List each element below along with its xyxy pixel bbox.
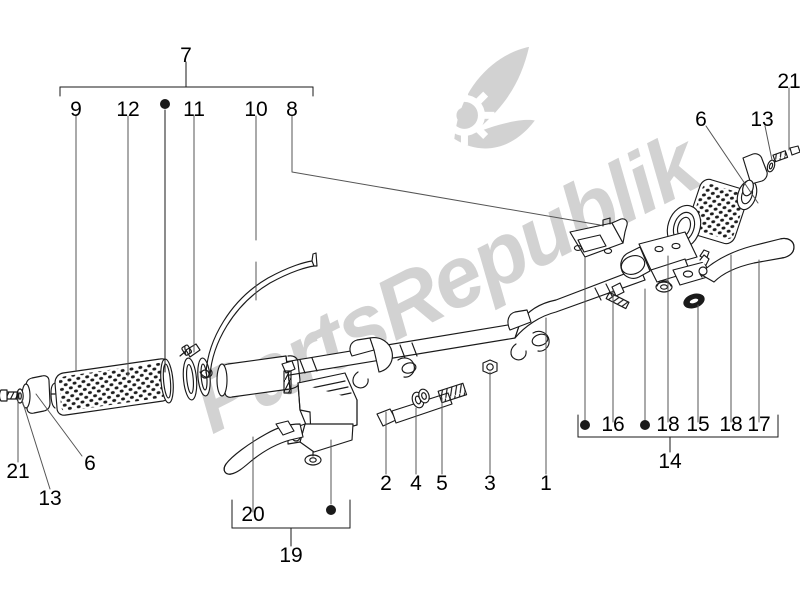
callout-4: 4	[410, 472, 422, 495]
callout-9: 9	[70, 98, 82, 121]
callout-11: 11	[183, 98, 205, 121]
callout-15: 15	[686, 413, 709, 436]
callout-13-right: 13	[750, 108, 773, 131]
nut-right	[482, 359, 498, 375]
callout-7: 7	[180, 44, 192, 67]
gear-icon	[434, 85, 495, 146]
throttle-tube	[216, 355, 301, 398]
callout-12: 12	[116, 98, 139, 121]
callout-14: 14	[658, 450, 682, 473]
spacer-bush	[418, 388, 430, 404]
callout-10: 10	[244, 98, 267, 121]
callout-19: 19	[279, 544, 302, 567]
right-handgrip	[666, 178, 758, 250]
end-cap-screw-right	[772, 145, 800, 163]
grip-retaining-screw	[179, 343, 201, 358]
left-handgrip	[50, 358, 174, 416]
callout-13-left: 13	[38, 487, 61, 510]
callout-21-right: 21	[777, 70, 800, 93]
brake-lever-right	[698, 237, 795, 283]
callout-6-left: 6	[84, 452, 96, 475]
brake-lever-left	[223, 420, 304, 475]
o-ring-seal	[683, 293, 705, 309]
callout-16: 16	[601, 413, 624, 436]
callout-3: 3	[484, 472, 496, 495]
right-control-bracket-assembly	[569, 217, 712, 286]
callout-5: 5	[436, 472, 448, 495]
throttle-cable	[199, 252, 318, 379]
callout-21-left: 21	[6, 460, 29, 483]
callout-2: 2	[380, 472, 392, 495]
end-cap-washer-right	[766, 159, 776, 173]
leader-lines	[17, 61, 790, 547]
callout-18-b: 18	[719, 413, 742, 436]
callout-1: 1	[540, 472, 552, 495]
callout-17: 17	[747, 413, 770, 436]
long-bolt	[376, 382, 468, 427]
end-cap-screw-left	[0, 389, 19, 402]
bracket-bolt-right	[605, 282, 630, 310]
callout-8: 8	[286, 98, 298, 121]
watermark-badge-shape	[454, 46, 535, 149]
callout-6-right: 6	[695, 108, 707, 131]
callout-20: 20	[241, 503, 264, 526]
callout-18-a: 18	[656, 413, 679, 436]
reservoir-bolt	[281, 360, 296, 394]
